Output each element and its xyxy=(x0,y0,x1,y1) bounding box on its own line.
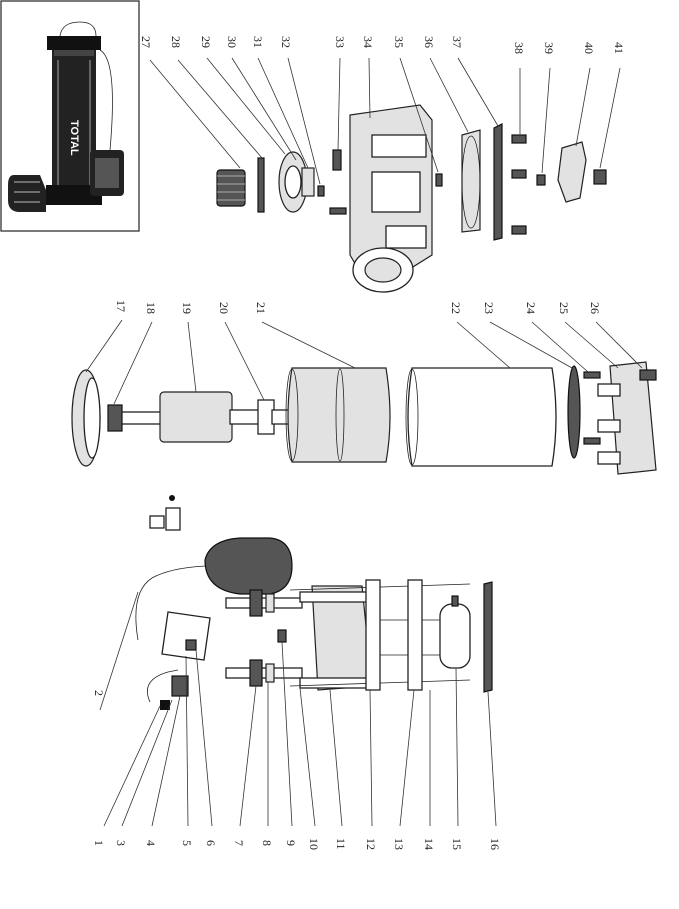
callout-9: 9 xyxy=(284,840,298,846)
callout-17: 17 xyxy=(114,300,128,312)
callout-15: 15 xyxy=(450,838,464,850)
brand-text: TOTAL xyxy=(68,120,80,156)
callout-34: 34 xyxy=(361,36,375,48)
part-25-26-base xyxy=(597,361,657,475)
part-38-bolts xyxy=(511,134,527,235)
part-17-cover xyxy=(71,369,101,467)
part-small-block xyxy=(165,507,181,531)
part-2-float-switch xyxy=(135,537,293,641)
callout-16: 16 xyxy=(488,838,502,850)
callout-39: 39 xyxy=(542,42,556,54)
callout-35: 35 xyxy=(392,36,406,48)
callout-4: 4 xyxy=(144,840,158,846)
callout-30: 30 xyxy=(225,36,239,48)
product-thumbnail: TOTAL xyxy=(0,0,140,232)
part-21-stator xyxy=(285,367,391,463)
part-15-capacitor xyxy=(439,595,471,669)
callout-1: 1 xyxy=(92,840,106,846)
callout-40: 40 xyxy=(582,42,596,54)
callout-31: 31 xyxy=(251,36,265,48)
callout-2: 2 xyxy=(92,690,106,696)
callout-32: 32 xyxy=(279,36,293,48)
callout-28: 28 xyxy=(169,36,183,48)
callout-25: 25 xyxy=(557,302,571,314)
callout-19: 19 xyxy=(180,302,194,314)
part-34-pump-housing xyxy=(349,104,433,293)
callout-37: 37 xyxy=(450,36,464,48)
part-27-impeller xyxy=(216,169,246,207)
part-37-gasket xyxy=(493,123,503,241)
callout-8: 8 xyxy=(260,840,274,846)
pump-illustration: TOTAL xyxy=(8,21,124,212)
callout-12: 12 xyxy=(364,838,378,850)
callout-38: 38 xyxy=(512,42,526,54)
callout-36: 36 xyxy=(422,36,436,48)
part-9-screw xyxy=(277,629,287,643)
callout-3: 3 xyxy=(114,840,128,846)
part-33-bolt xyxy=(332,149,342,171)
callout-29: 29 xyxy=(199,36,213,48)
callout-23: 23 xyxy=(482,302,496,314)
part-1-cable xyxy=(146,669,189,710)
callout-20: 20 xyxy=(217,302,231,314)
callout-27: 27 xyxy=(139,36,153,48)
part-7-8-cable-glands xyxy=(225,589,303,687)
callout-7: 7 xyxy=(232,840,246,846)
callout-10: 10 xyxy=(307,838,321,850)
callout-13: 13 xyxy=(392,838,406,850)
callout-11: 11 xyxy=(334,838,348,850)
callout-14: 14 xyxy=(422,838,436,850)
part-18-bearing xyxy=(107,404,123,432)
part-36-plate xyxy=(461,129,481,233)
callout-22: 22 xyxy=(449,302,463,314)
control-assembly xyxy=(135,495,493,710)
part-33-screw xyxy=(329,207,347,215)
callout-21: 21 xyxy=(254,302,268,314)
part-11-15-upper-cover xyxy=(289,579,471,691)
part-24-bolts xyxy=(583,371,601,445)
callout-33: 33 xyxy=(333,36,347,48)
leader-lines xyxy=(85,57,643,827)
part-19-rotor xyxy=(121,391,261,443)
part-22-housing xyxy=(405,367,557,467)
callout-24: 24 xyxy=(524,302,538,314)
part-32-pin xyxy=(317,185,325,197)
callout-41: 41 xyxy=(612,42,626,54)
motor-assembly xyxy=(71,361,657,475)
part-35-pin xyxy=(435,173,443,187)
part-29-31-seal xyxy=(278,151,315,213)
callout-6: 6 xyxy=(204,840,218,846)
part-16-gasket xyxy=(483,581,493,693)
callout-26: 26 xyxy=(588,302,602,314)
part-small-clip xyxy=(149,515,165,529)
part-41-nut xyxy=(593,169,607,185)
part-40-bracket xyxy=(557,141,587,203)
callout-18: 18 xyxy=(144,302,158,314)
callout-labels: 27 28 29 30 31 32 33 34 35 36 37 38 39 4… xyxy=(92,36,626,850)
volute-assembly xyxy=(216,104,607,293)
part-23-oring xyxy=(567,365,581,459)
callout-5: 5 xyxy=(180,840,194,846)
part-28-washer xyxy=(257,157,265,213)
part-39-pin xyxy=(536,174,546,186)
part-5-capacitor-box xyxy=(161,611,211,661)
